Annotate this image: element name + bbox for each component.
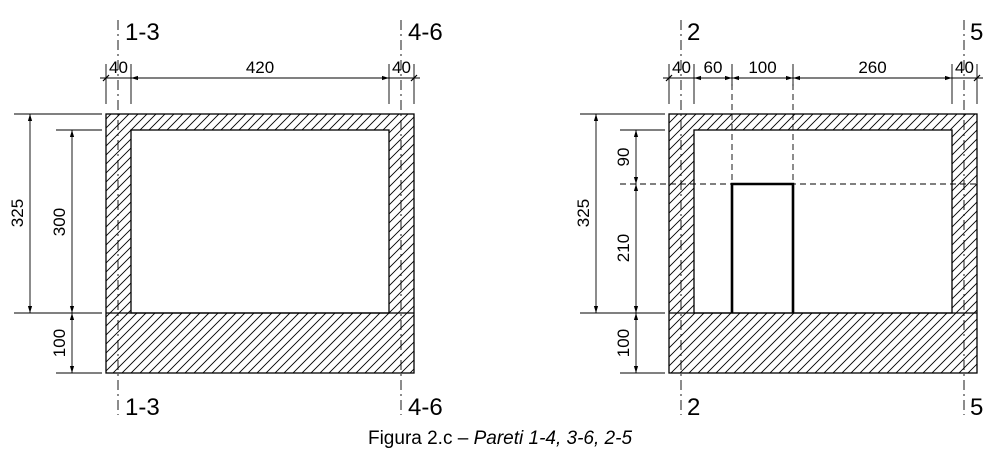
right-wall-axis-label-bottom-left: 2: [687, 394, 700, 420]
left-wall-top-beam: [106, 114, 414, 130]
left-wall-dim-40-right: 40: [392, 58, 411, 77]
right-wall-left-pier: [669, 130, 694, 313]
left-wall-dim-100: 100: [50, 329, 69, 357]
left-wall-width-dimensions: 40 420 40: [100, 58, 420, 104]
right-wall-dim-40-right: 40: [955, 58, 974, 77]
right-wall-height-dimensions: 325 90 210 100: [574, 113, 665, 374]
left-wall-axis-label-bottom-right: 4-6: [408, 394, 443, 420]
right-wall-dim-100: 100: [614, 329, 633, 357]
right-wall-axis-label-bottom-right: 5: [970, 394, 983, 420]
left-wall-dim-300: 300: [50, 208, 69, 236]
left-wall-left-pier: [106, 130, 131, 313]
right-wall-top-beam: [669, 114, 977, 130]
right-wall-dim-100: 100: [748, 58, 776, 77]
right-wall-elevation: 2 5 2 5 40 60 100 260 40: [574, 19, 983, 420]
figure-caption: Figura 2.c – Pareti 1-4, 3-6, 2-5: [0, 428, 1000, 450]
right-wall-dim-210: 210: [614, 234, 633, 262]
left-wall-dim-40-left: 40: [109, 58, 128, 77]
right-wall-dim-40-left: 40: [672, 58, 691, 77]
left-wall-base: [106, 313, 414, 373]
right-wall-axis-label-top-left: 2: [687, 19, 700, 46]
left-wall-axis-label-bottom-left: 1-3: [125, 394, 160, 420]
left-wall-height-dimensions: 325 300 100: [8, 113, 102, 374]
right-wall-axis-label-top-right: 5: [970, 19, 983, 46]
right-wall-base: [669, 313, 977, 373]
left-wall-axis-label-top-right: 4-6: [408, 19, 443, 46]
wall-elevations-drawing: 1-3 4-6 1-3 4-6 40 420 40 325: [8, 19, 983, 420]
right-wall-dim-325: 325: [574, 199, 593, 227]
figure-caption-prefix: Figura 2.c –: [367, 428, 474, 449]
left-wall-axis-label-top-left: 1-3: [125, 19, 160, 46]
right-wall-dim-260: 260: [858, 58, 886, 77]
right-wall-right-pier: [952, 130, 977, 313]
left-wall-right-pier: [389, 130, 414, 313]
right-wall-dim-60: 60: [704, 58, 723, 77]
left-wall-elevation: 1-3 4-6 1-3 4-6 40 420 40 325: [8, 19, 443, 420]
left-wall-dim-325: 325: [8, 199, 27, 227]
right-wall-dim-90: 90: [614, 148, 633, 167]
right-wall-width-dimensions: 40 60 100 260 40: [663, 58, 983, 104]
figure-caption-text: Pareti 1-4, 3-6, 2-5: [473, 428, 633, 449]
left-wall-dim-420: 420: [246, 58, 274, 77]
left-wall-opening: [130, 129, 390, 314]
